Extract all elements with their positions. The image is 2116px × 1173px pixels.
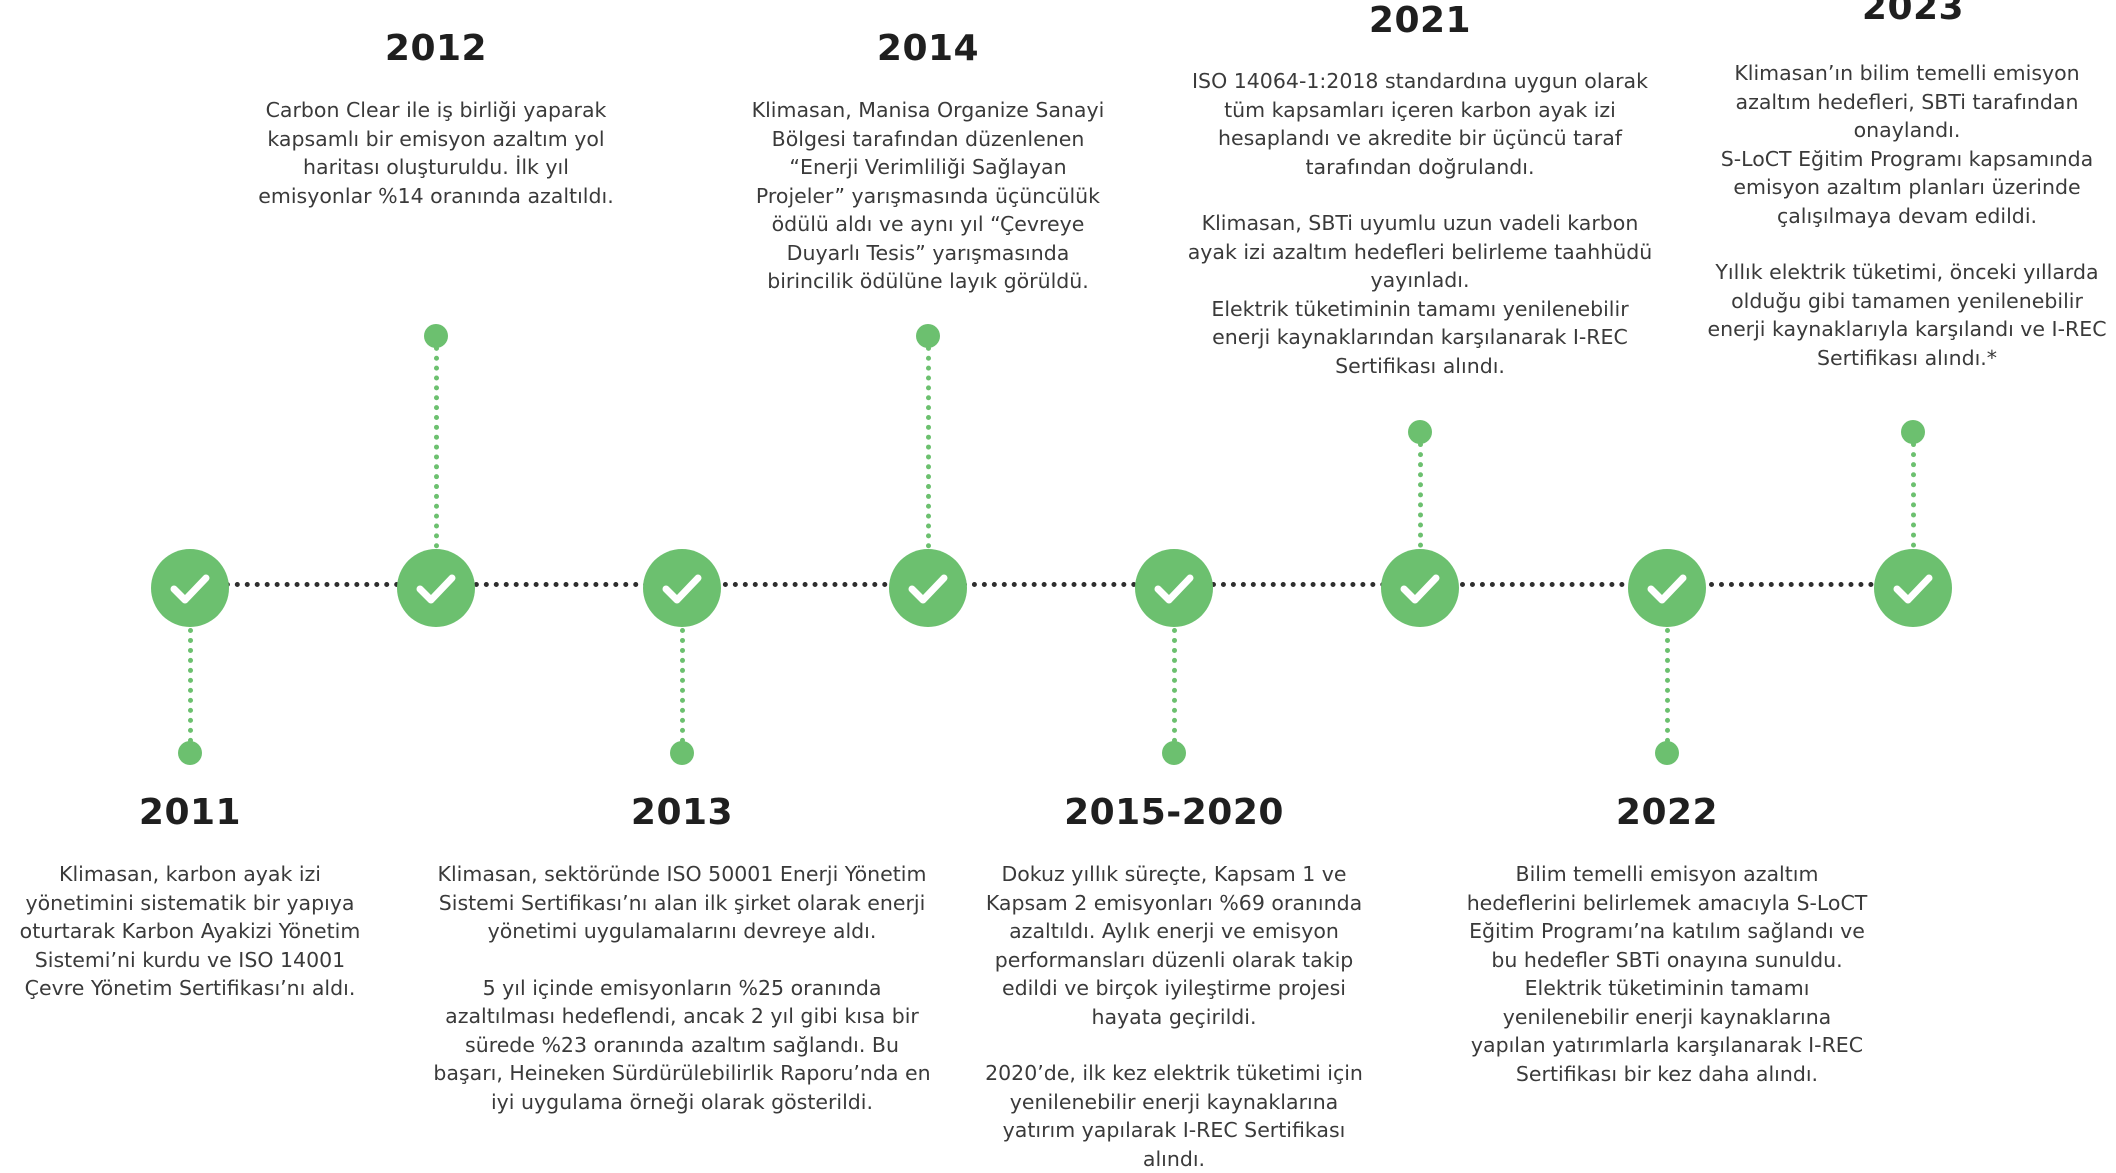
milestone-paragraph: Klimasan, SBTi uyumlu uzun vadeli karbon… [1187,211,1653,378]
milestone-paragraph: Klimasan, karbon ayak izi yönetimini sis… [19,862,361,1000]
milestone-year-2013: 2013 [630,792,734,833]
milestone-paragraph: 2020’de, ilk kez elektrik tüketimi için … [985,1061,1363,1171]
milestone-year-2014: 2014 [876,28,980,69]
connector-line-2021 [1418,432,1423,588]
milestone-node-2011 [151,549,229,627]
milestone-paragraph: Yıllık elektrik tüketimi, önceki yıllard… [1707,260,2107,370]
check-icon [908,574,948,604]
milestone-description-2022: Bilim temelli emisyon azaltım hedeflerin… [1465,860,1870,1088]
milestone-year-2023: 2023 [1861,0,1965,28]
check-icon [1400,574,1440,604]
milestone-description-2011: Klimasan, karbon ayak izi yönetimini sis… [5,860,375,1003]
milestone-node-2013 [643,549,721,627]
milestone-year-2022: 2022 [1615,792,1719,833]
timeline-dotted-line [185,582,1905,587]
milestone-year-2012: 2012 [384,28,488,69]
connector-line-2012 [434,336,439,588]
connector-end-dot-2021 [1408,420,1432,444]
connector-end-dot-2012 [424,324,448,348]
milestone-description-2014: Klimasan, Manisa Organize Sanayi Bölgesi… [746,96,1111,296]
check-icon [170,574,210,604]
connector-end-dot-2015-2020 [1162,741,1186,765]
milestone-paragraph: Bilim temelli emisyon azaltım hedeflerin… [1466,862,1868,1086]
milestone-year-2021: 2021 [1368,0,1472,41]
milestone-node-2023 [1874,549,1952,627]
connector-end-dot-2013 [670,741,694,765]
milestone-description-2023: Klimasan’ın bilim temelli emisyon azaltı… [1702,59,2112,372]
milestone-year-2015-2020: 2015-2020 [1064,792,1284,833]
milestone-paragraph: Klimasan’ın bilim temelli emisyon azaltı… [1720,61,2094,228]
milestone-paragraph: Carbon Clear ile iş birliği yaparak kaps… [258,98,614,208]
milestone-year-2011: 2011 [138,792,242,833]
connector-line-2022 [1665,588,1670,753]
check-icon [662,574,702,604]
connector-line-2014 [926,336,931,588]
milestone-description-2015-2020: Dokuz yıllık süreçte, Kapsam 1 ve Kapsam… [982,860,1367,1173]
milestone-paragraph: Dokuz yıllık süreçte, Kapsam 1 ve Kapsam… [985,862,1363,1029]
milestone-node-2022 [1628,549,1706,627]
milestone-node-2012 [397,549,475,627]
milestone-node-2021 [1381,549,1459,627]
check-icon [416,574,456,604]
connector-line-2015-2020 [1172,588,1177,753]
milestone-description-2012: Carbon Clear ile iş birliği yaparak kaps… [251,96,621,210]
milestone-description-2021: ISO 14064-1:2018 standardına uygun olara… [1180,67,1660,380]
milestone-paragraph: Klimasan, sektöründe ISO 50001 Enerji Yö… [437,862,927,943]
connector-line-2011 [188,588,193,753]
connector-end-dot-2011 [178,741,202,765]
connector-end-dot-2023 [1901,420,1925,444]
connector-end-dot-2014 [916,324,940,348]
milestone-paragraph: Klimasan, Manisa Organize Sanayi Bölgesi… [751,98,1105,293]
check-icon [1893,574,1933,604]
milestone-paragraph: 5 yıl içinde emisyonların %25 oranında a… [433,975,931,1114]
milestone-node-2014 [889,549,967,627]
milestone-description-2013: Klimasan, sektöründe ISO 50001 Enerji Yö… [432,860,932,1116]
connector-end-dot-2022 [1655,741,1679,765]
connector-line-2013 [680,588,685,753]
check-icon [1647,574,1687,604]
milestone-paragraph: ISO 14064-1:2018 standardına uygun olara… [1192,69,1648,179]
milestone-node-2015-2020 [1135,549,1213,627]
connector-line-2023 [1911,432,1916,588]
check-icon [1154,574,1194,604]
